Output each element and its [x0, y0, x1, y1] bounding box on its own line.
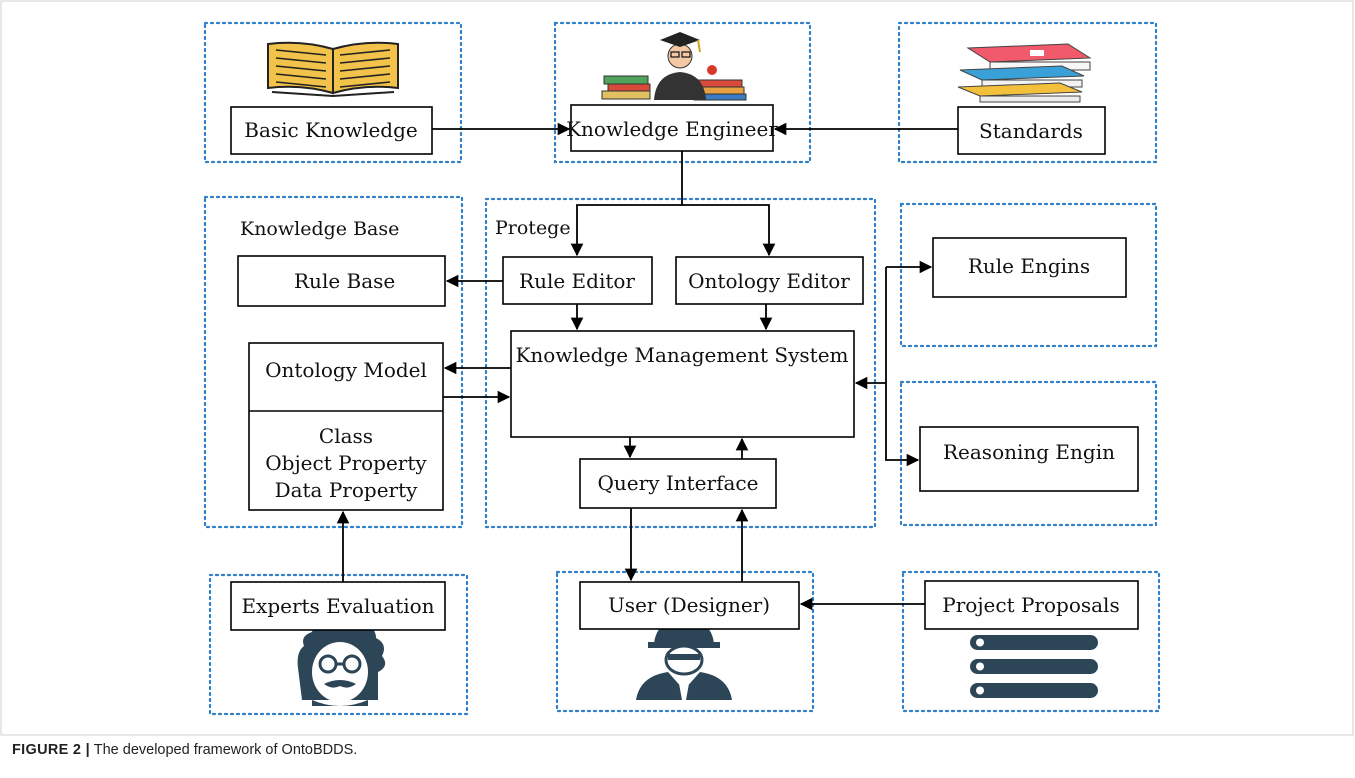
project-proposals-label: Project Proposals [942, 593, 1119, 617]
group-reasoning-engin [899, 380, 1158, 527]
experts-evaluation-box [230, 581, 446, 631]
engineer-icon [636, 618, 732, 700]
group-rule-engins [899, 202, 1158, 348]
knowledge-engineer-box [570, 104, 774, 152]
user-designer-label: User (Designer) [608, 593, 770, 617]
kms-label: Knowledge Management System [515, 343, 848, 367]
class-label: Class [319, 424, 373, 448]
open-book-icon [267, 41, 399, 98]
standards-box [957, 106, 1106, 155]
caption-text: The developed framework of OntoBDDS. [93, 742, 358, 758]
expert-face-icon [297, 618, 386, 706]
basic-knowledge-label: Basic Knowledge [244, 118, 418, 142]
ontology-editor-label: Ontology Editor [688, 269, 850, 293]
group-experts-evaluation [208, 573, 469, 716]
group-protege [484, 197, 877, 529]
reasoning-engin-label: Reasoning Engin [943, 440, 1115, 464]
ontology-model-box [248, 342, 444, 511]
knowledge-management-system-box [510, 330, 855, 438]
group-knowledge-base [203, 195, 464, 529]
arrow-engineer-to-ontology-editor [682, 204, 776, 257]
figure-caption: FIGURE 2 | The developed framework of On… [12, 742, 357, 758]
arrow-to-reasoning-engin [885, 267, 920, 467]
reasoning-engin-box [919, 426, 1139, 492]
ontology-editor-box [675, 256, 864, 305]
figure-border [0, 0, 1354, 736]
knowledge-engineer-label: Knowledge Engineer [566, 117, 778, 141]
protege-label: Protege [495, 217, 571, 239]
object-property-label: Object Property [265, 451, 427, 475]
ontology-model-label: Ontology Model [265, 358, 427, 382]
rule-base-box [237, 255, 446, 307]
standards-label: Standards [979, 119, 1083, 143]
graduate-icon [601, 32, 747, 101]
group-standards [897, 21, 1158, 164]
query-interface-label: Query Interface [598, 471, 759, 495]
knowledge-base-label: Knowledge Base [240, 218, 399, 240]
rule-base-label: Rule Base [294, 269, 395, 293]
server-stack-icon [970, 635, 1098, 698]
group-project-proposals [901, 570, 1161, 713]
arrow-engineer-to-rule-editor [570, 151, 683, 257]
query-interface-box [579, 458, 777, 509]
experts-evaluation-label: Experts Evaluation [241, 594, 434, 618]
group-user-designer [555, 570, 815, 713]
rule-engins-box [932, 237, 1127, 298]
rule-editor-label: Rule Editor [519, 269, 635, 293]
user-designer-box [579, 581, 800, 630]
project-proposals-box [924, 580, 1139, 630]
rule-engins-label: Rule Engins [968, 254, 1090, 278]
basic-knowledge-box [230, 106, 433, 155]
book-stack-icon [957, 43, 1092, 103]
data-property-label: Data Property [275, 478, 419, 502]
group-basic-knowledge [203, 21, 463, 164]
caption-label: FIGURE 2 | [12, 742, 90, 758]
